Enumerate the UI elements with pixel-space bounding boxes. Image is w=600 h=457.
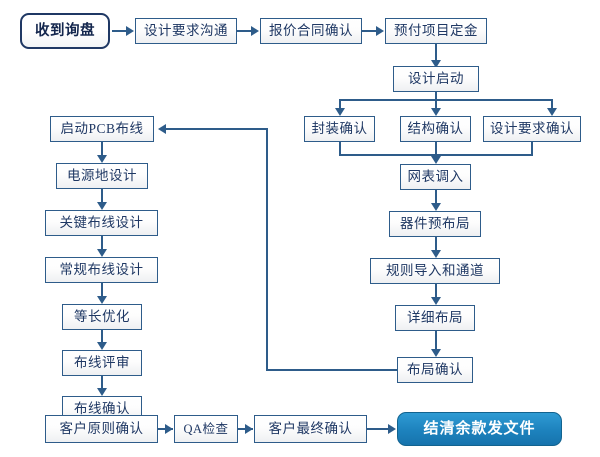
arrowhead-down	[335, 108, 345, 116]
arrowhead-down	[431, 60, 441, 68]
arrowhead-right	[251, 26, 259, 36]
node-label: 等长优化	[74, 309, 130, 325]
node-label: 常规布线设计	[59, 262, 144, 278]
arrowhead-down	[547, 108, 557, 116]
node-label: 规则导入和通道	[386, 263, 484, 279]
node-label: 详细布局	[407, 310, 463, 326]
connector-loop-top	[166, 128, 268, 130]
connector-loop-vertical	[266, 128, 268, 371]
node-power-ground-design[interactable]: 电源地设计	[56, 163, 148, 189]
connector-startpcb-to-power	[101, 142, 103, 159]
node-label: 结清余款发文件	[423, 420, 536, 437]
node-length-matching-optimization[interactable]: 等长优化	[62, 304, 142, 330]
arrowhead-down	[97, 388, 107, 396]
node-label: 客户原则确认	[59, 421, 144, 437]
node-detailed-placement[interactable]: 详细布局	[395, 305, 475, 331]
connector-netlist-to-preplace	[435, 190, 437, 207]
node-label: 设计启动	[408, 71, 464, 87]
node-label: 结构确认	[407, 121, 464, 137]
connector-split-right	[551, 99, 553, 111]
node-settle-payment-deliver-files[interactable]: 结清余款发文件	[397, 412, 562, 446]
arrowhead-right	[376, 26, 384, 36]
node-label: 电源地设计	[67, 168, 137, 184]
node-start-inquiry[interactable]: 收到询盘	[20, 13, 110, 49]
node-design-requirement-confirm[interactable]: 设计要求确认	[483, 116, 581, 142]
node-netlist-import[interactable]: 网表调入	[400, 164, 471, 190]
node-label: 网表调入	[407, 169, 464, 185]
connector-designreqconf-down	[531, 142, 533, 155]
connector-rules-to-detailed	[435, 284, 437, 301]
node-placement-confirm[interactable]: 布局确认	[397, 357, 473, 383]
node-label: 器件预布局	[400, 216, 470, 232]
connector-preplace-to-rules	[435, 237, 437, 254]
node-quote-contract-confirm[interactable]: 报价合同确认	[260, 18, 362, 44]
arrowhead-down	[431, 297, 441, 305]
arrowhead-down	[431, 156, 441, 164]
arrowhead-down	[431, 203, 441, 211]
node-structure-confirm[interactable]: 结构确认	[400, 116, 471, 142]
node-prepay-deposit[interactable]: 预付项目定金	[385, 18, 487, 44]
node-label: 设计要求确认	[490, 121, 574, 137]
node-label: 报价合同确认	[269, 23, 353, 39]
node-start-pcb-routing[interactable]: 启动PCB布线	[50, 116, 154, 142]
node-component-preplacement[interactable]: 器件预布局	[389, 211, 481, 237]
node-label: 布局确认	[407, 362, 463, 378]
arrowhead-down	[431, 349, 441, 357]
node-design-kickoff[interactable]: 设计启动	[393, 66, 479, 92]
node-label: QA检查	[183, 421, 229, 436]
connector-loop-bottom	[266, 369, 399, 371]
arrowhead-down	[97, 155, 107, 163]
connector-kickoff-down	[435, 92, 437, 100]
arrowhead-down	[97, 202, 107, 210]
node-routing-review[interactable]: 布线评审	[62, 350, 142, 376]
arrowhead-right	[245, 424, 253, 434]
connector-normal-to-lengthopt	[101, 283, 103, 300]
node-label: 预付项目定金	[394, 23, 478, 39]
node-label: 布线评审	[74, 355, 130, 371]
connector-structure-down	[435, 142, 437, 160]
connector-deposit-to-kickoff	[435, 44, 437, 64]
arrowhead-right	[126, 26, 134, 36]
connector-split-left	[339, 99, 341, 111]
node-critical-routing-design[interactable]: 关键布线设计	[45, 210, 158, 236]
arrowhead-down	[97, 249, 107, 257]
arrowhead-down	[97, 342, 107, 350]
connector-quote-to-deposit	[362, 30, 378, 32]
node-label: 启动PCB布线	[60, 121, 144, 137]
node-label: 布线确认	[74, 401, 130, 417]
node-customer-final-confirm[interactable]: 客户最终确认	[254, 415, 367, 443]
arrowhead-down	[431, 250, 441, 258]
arrowhead-down	[97, 296, 107, 304]
node-label: 设计要求沟通	[144, 23, 228, 39]
connector-power-to-critical	[101, 189, 103, 206]
node-qa-check[interactable]: QA检查	[174, 415, 238, 443]
node-label: 封装确认	[311, 121, 368, 137]
node-normal-routing-design[interactable]: 常规布线设计	[45, 257, 158, 283]
node-label: 收到询盘	[35, 22, 95, 39]
connector-start-to-designreq	[112, 30, 128, 32]
node-package-confirm[interactable]: 封装确认	[304, 116, 375, 142]
connector-lengthopt-to-review	[101, 330, 103, 346]
connector-split-mid	[435, 99, 437, 111]
arrowhead-right	[165, 424, 173, 434]
arrowhead-right	[388, 424, 396, 434]
arrowhead-down	[431, 108, 441, 116]
connector-critical-to-normal	[101, 236, 103, 253]
node-label: 关键布线设计	[59, 215, 144, 231]
connector-finalconfirm-to-end	[367, 428, 394, 430]
arrowhead-left	[158, 124, 166, 134]
connector-review-to-routingconfirm	[101, 376, 103, 392]
connector-package-down	[339, 142, 341, 155]
node-rules-import-and-channel[interactable]: 规则导入和通道	[370, 258, 500, 284]
node-label: 客户最终确认	[268, 421, 353, 437]
connector-designreq-to-quote	[237, 30, 253, 32]
connector-kickoff-split-bar	[339, 99, 553, 101]
node-customer-principle-confirm[interactable]: 客户原则确认	[45, 415, 158, 443]
connector-detailed-to-placeconfirm	[435, 331, 437, 353]
node-design-requirement-communication[interactable]: 设计要求沟通	[135, 18, 237, 44]
